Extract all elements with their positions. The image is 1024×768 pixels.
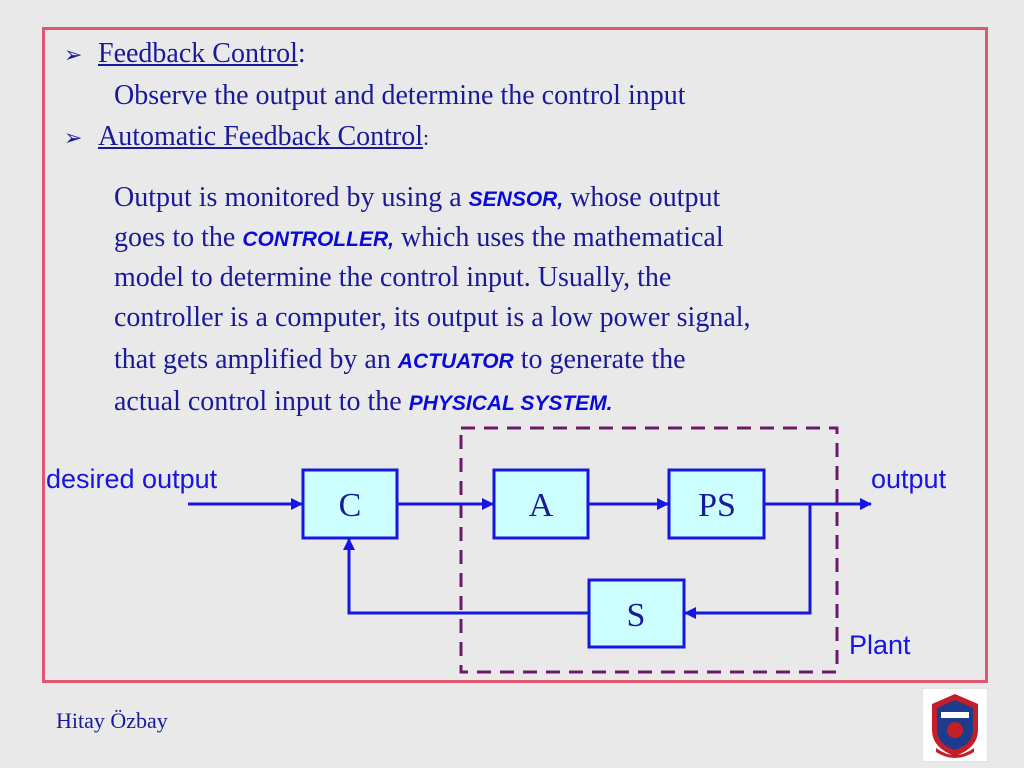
svg-text:C: C bbox=[339, 487, 362, 524]
bullet-title: Feedback Control bbox=[98, 38, 298, 69]
sensor-to-controller-arrow bbox=[343, 538, 588, 615]
keyword-sensor: SENSOR, bbox=[468, 188, 564, 211]
physical-system-block: PS bbox=[667, 468, 766, 540]
bilkent-logo bbox=[922, 688, 988, 762]
paragraph-line-1: Output is monitored by using a SENSOR, w… bbox=[114, 182, 721, 213]
bullet-description: Observe the output and determine the con… bbox=[114, 80, 686, 111]
paragraph-line-4: controller is a computer, its output is … bbox=[114, 302, 751, 333]
plant-label: Plant bbox=[849, 630, 911, 660]
arrow-bullet-icon: ➢ bbox=[64, 125, 83, 150]
bullet-feedback-control: Feedback Control: bbox=[98, 38, 306, 69]
svg-text:S: S bbox=[627, 597, 646, 634]
bullet-title: Automatic Feedback Control bbox=[98, 121, 424, 152]
output-label: output bbox=[871, 464, 947, 494]
slide-frame bbox=[42, 27, 988, 683]
bullet-automatic-feedback-control: Automatic Feedback Control: bbox=[98, 121, 430, 152]
arrow-bullet-icon: ➢ bbox=[64, 42, 83, 67]
author-name: Hitay Özbay bbox=[56, 708, 168, 733]
paragraph-line-5: that gets amplified by an ACTUATOR to ge… bbox=[114, 344, 686, 375]
actuator-block: A bbox=[492, 468, 590, 540]
keyword-controller: CONTROLLER, bbox=[242, 228, 394, 251]
paragraph-line-3: model to determine the control input. Us… bbox=[114, 262, 672, 293]
plant-boundary bbox=[459, 426, 839, 674]
sensor-block: S bbox=[587, 578, 686, 649]
feedback-to-sensor-arrow bbox=[684, 504, 812, 619]
keyword-physical-system: PHYSICAL SYSTEM. bbox=[408, 392, 613, 415]
paragraph-line-6: actual control input to the PHYSICAL SYS… bbox=[114, 386, 613, 417]
desired-output-label: desired output bbox=[46, 464, 218, 494]
svg-text:PS: PS bbox=[698, 487, 736, 524]
keyword-actuator: ACTUATOR bbox=[397, 350, 514, 373]
controller-block: C bbox=[301, 468, 399, 540]
svg-text:A: A bbox=[529, 487, 554, 524]
paragraph-line-2: goes to the CONTROLLER, which uses the m… bbox=[114, 222, 724, 253]
